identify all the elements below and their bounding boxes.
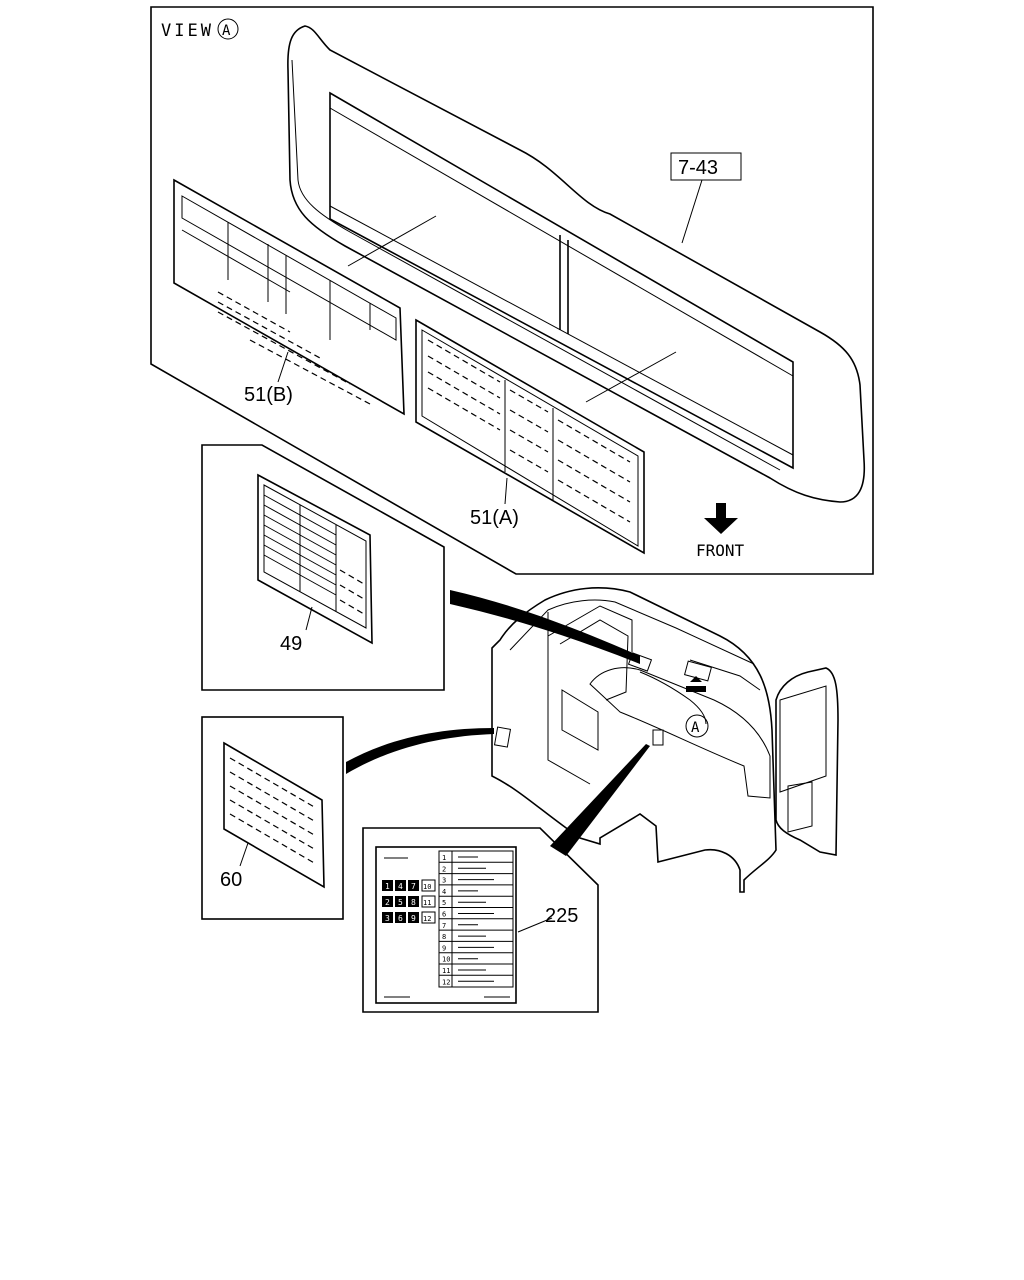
leader-60 <box>346 728 494 774</box>
label-60-panel: 60 <box>201 716 344 920</box>
fuse-slot <box>395 896 406 907</box>
view-marker: A <box>222 23 231 39</box>
fuse-row-number: 10 <box>442 956 450 964</box>
fuse-slot <box>395 880 406 891</box>
callout-7-43: 7-43 <box>678 157 718 179</box>
callout-box-7-43 <box>670 152 742 181</box>
fuse-slot-number: 2 <box>385 898 390 907</box>
callout-225: 225 <box>545 905 578 927</box>
fuse-slot-number: 5 <box>398 898 403 907</box>
label-51b-sheet <box>173 178 405 416</box>
fuse-row-number: 5 <box>442 899 446 907</box>
front-label: FRONT <box>696 541 745 560</box>
fuse-slot <box>408 880 419 891</box>
cab-door <box>775 667 839 856</box>
fuse-slot <box>395 912 406 923</box>
fuse-row-number: 8 <box>442 933 446 941</box>
callout-60: 60 <box>220 869 242 891</box>
window-opening <box>329 91 794 470</box>
fuse-slot-number: 9 <box>411 914 416 923</box>
fuse-slot <box>408 912 419 923</box>
fuse-row-number: 11 <box>442 967 450 975</box>
label-49-panel: 49 <box>201 444 445 691</box>
fuse-slot-number: 12 <box>423 915 431 923</box>
cab-marker: A <box>691 720 700 736</box>
label-49-grid-rows <box>263 494 365 615</box>
fuse-slot <box>382 912 393 923</box>
fuse-slot-number: 7 <box>411 882 416 891</box>
label-60-location <box>493 726 512 748</box>
view-a-panel: VIEW A 7-43 51(B) <box>150 6 874 575</box>
fuse-slot-number: 4 <box>398 882 403 891</box>
fuse-slot <box>382 880 393 891</box>
fuse-row-number: 12 <box>442 978 450 986</box>
label-49-sheet <box>257 473 373 645</box>
label-51a-sheet <box>415 318 645 555</box>
truck-cab-drawing: A <box>346 587 839 893</box>
label-60-text-rows <box>229 757 317 865</box>
label-60-sheet <box>223 741 325 889</box>
leader-225 <box>550 744 650 856</box>
callout-49: 49 <box>280 633 302 655</box>
fuse-slot <box>408 896 419 907</box>
callout-51b: 51(B) <box>244 384 293 406</box>
callout-51a: 51(A) <box>470 507 519 529</box>
front-arrow-icon <box>704 503 738 534</box>
fuse-chart-sheet <box>375 846 517 1004</box>
label-51a-text-rows <box>427 339 631 523</box>
fuse-slot <box>421 911 436 924</box>
leader-49 <box>450 590 640 664</box>
fuse-box-mid: 10 11 12 <box>421 879 436 924</box>
fuse-slot-number: 3 <box>385 914 390 923</box>
fuse-slot-number: 8 <box>411 898 416 907</box>
view-title: VIEW <box>161 21 214 41</box>
fuse-slot-number: 6 <box>398 914 403 923</box>
label-51b-text-rows <box>217 291 371 405</box>
fuse-slot <box>421 895 436 908</box>
fuse-row-number: 2 <box>442 865 446 873</box>
fuse-row-number: 1 <box>442 854 446 862</box>
fuse-slot-number: 11 <box>423 899 431 907</box>
fuse-slot <box>382 896 393 907</box>
fuse-slot-number: 1 <box>385 882 390 891</box>
fuse-row-number: 9 <box>442 944 446 952</box>
fuse-slot <box>421 879 436 892</box>
fuse-slot-number: 10 <box>423 883 431 891</box>
fuse-row-number: 4 <box>442 888 446 896</box>
ceiling-trim-outline <box>287 25 866 503</box>
fuse-row-number: 7 <box>442 922 446 930</box>
label-225-location <box>652 729 664 746</box>
fuse-row-number: 3 <box>442 877 446 885</box>
fuse-row-number: 6 <box>442 911 446 919</box>
